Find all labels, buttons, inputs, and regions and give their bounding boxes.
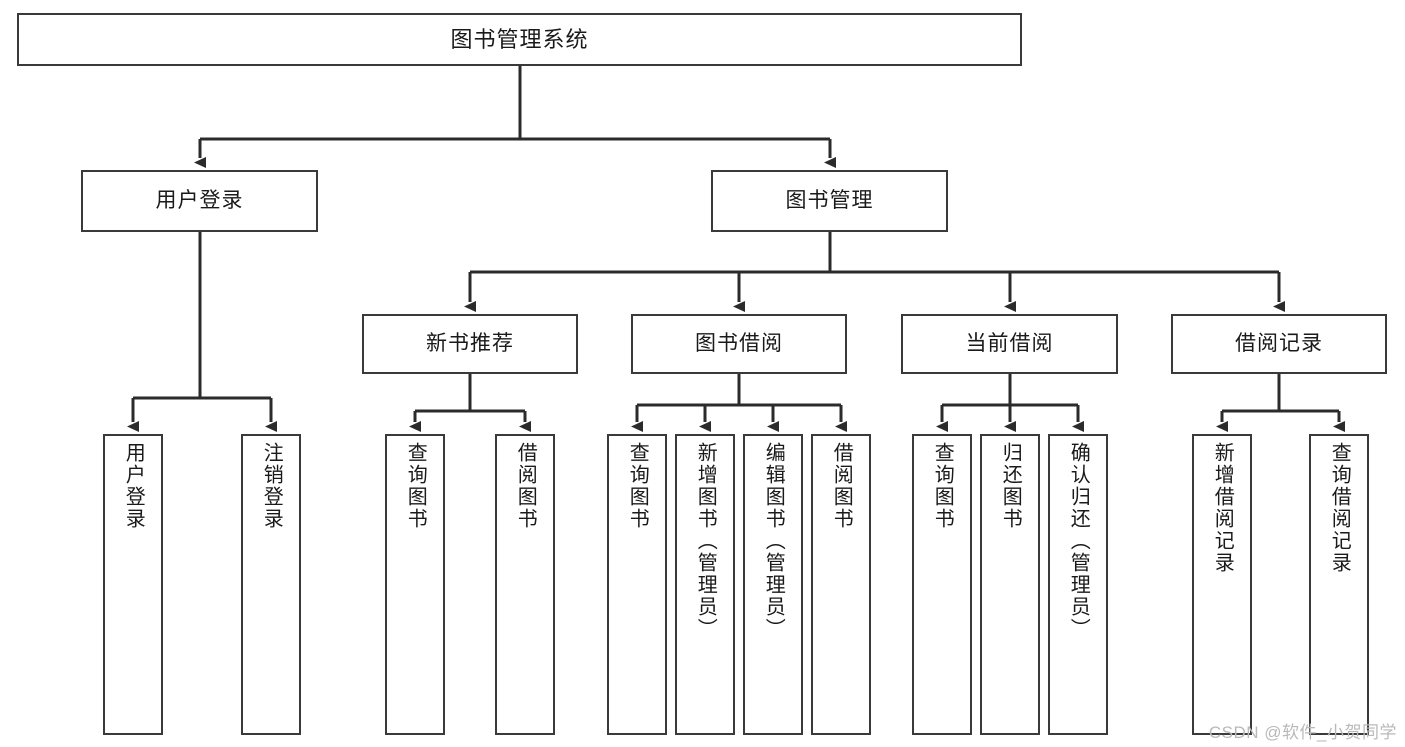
node-label: 图书管理系统 [450,26,589,52]
node-label: 图书管理 [785,188,874,212]
node-label: 编辑图书（管理员） [762,442,785,640]
node-current-borrowing[interactable]: 当前借阅 [901,314,1118,374]
node-label: 新增图书（管理员） [694,442,717,640]
node-leaf-logout[interactable]: 注销登录 [241,434,301,735]
node-label: 归还图书 [999,442,1022,530]
node-new-book-recommendation[interactable]: 新书推荐 [362,314,578,374]
node-label: 新增借阅记录 [1211,442,1234,574]
node-leaf-query-books-borrowing[interactable]: 查询图书 [607,434,667,735]
node-book-borrowing[interactable]: 图书借阅 [631,314,847,374]
node-label: 用户登录 [155,188,244,212]
node-leaf-user-login[interactable]: 用户登录 [103,434,163,735]
node-label: 用户登录 [122,442,145,530]
node-leaf-query-books-recommend[interactable]: 查询图书 [385,434,445,735]
node-borrow-records[interactable]: 借阅记录 [1171,314,1387,374]
node-leaf-edit-book-admin[interactable]: 编辑图书（管理员） [743,434,803,735]
node-leaf-add-borrow-record[interactable]: 新增借阅记录 [1192,434,1252,735]
node-root-book-management-system[interactable]: 图书管理系统 [17,13,1022,66]
node-label: 借阅图书 [830,442,853,530]
node-leaf-add-book-admin[interactable]: 新增图书（管理员） [675,434,735,735]
node-label: 当前借阅 [965,331,1054,355]
node-leaf-return-books[interactable]: 归还图书 [980,434,1040,735]
node-leaf-query-books-current[interactable]: 查询图书 [912,434,972,735]
node-label: 新书推荐 [426,331,514,355]
node-label: 借阅记录 [1235,331,1323,355]
node-user-login[interactable]: 用户登录 [81,170,318,232]
node-label: 图书借阅 [695,331,783,355]
node-leaf-query-borrow-record[interactable]: 查询借阅记录 [1309,434,1369,735]
node-label: 查询借阅记录 [1328,442,1351,574]
node-label: 查询图书 [404,442,427,530]
node-label: 确认归还（管理员） [1067,442,1090,640]
node-label: 注销登录 [260,442,283,530]
node-label: 查询图书 [931,442,954,530]
node-label: 借阅图书 [514,442,537,530]
node-book-management[interactable]: 图书管理 [711,170,948,232]
node-leaf-confirm-return-admin[interactable]: 确认归还（管理员） [1048,434,1108,735]
node-label: 查询图书 [626,442,649,530]
node-leaf-borrow-books-recommend[interactable]: 借阅图书 [495,434,555,735]
watermark: CSDN @软件_小贺同学 [1208,723,1397,742]
node-leaf-borrow-books-borrowing[interactable]: 借阅图书 [811,434,871,735]
